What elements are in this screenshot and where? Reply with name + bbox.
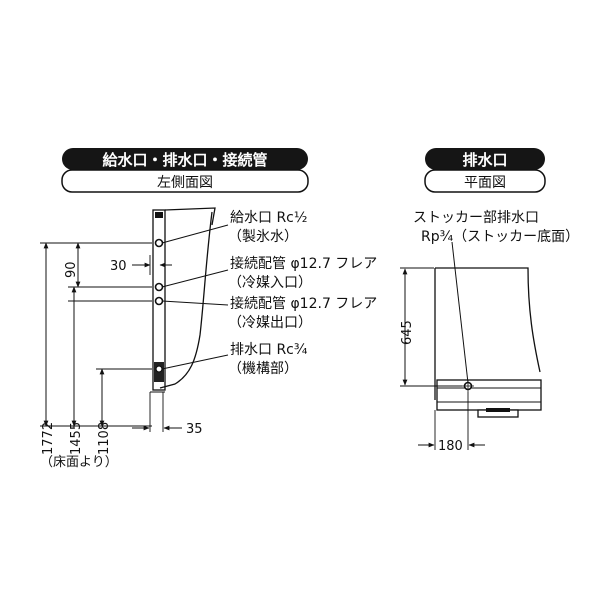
left-dimensions: 1772 1455 1108 90 30 35 （床面より） (40, 242, 203, 470)
dim-1455: 1455 (69, 422, 84, 455)
plan-labels: ストッカー部排水口 Rp¾（ストッカー底面） (413, 210, 579, 245)
plan-view-subtitle: 平面図 (464, 175, 506, 191)
plan-dimensions: 645 180 (400, 267, 485, 454)
stocker-drain-spec: Rp¾（ストッカー底面） (421, 229, 579, 245)
left-side-unit (150, 207, 216, 393)
left-leaders (161, 224, 229, 370)
dim-645: 645 (400, 320, 415, 345)
plan-view-header: 排水口 平面図 (424, 148, 546, 193)
dim-180: 180 (438, 439, 463, 454)
refrigerant-outlet-port (154, 296, 164, 306)
floor-note: （床面より） (40, 455, 118, 470)
drain-note: （機構部） (228, 361, 298, 377)
supply-port (154, 238, 164, 248)
pipe-out-label: 接続配管 φ12.7 フレア (230, 295, 377, 312)
left-view-header: 給水口・排水口・接続管 左側面図 (61, 148, 309, 193)
dim-30: 30 (110, 259, 127, 274)
plan-subtitle-box (424, 169, 546, 193)
plan-outline (435, 267, 541, 373)
supply-label: 給水口 Rc½ (230, 210, 307, 226)
plan-view-title: 排水口 (462, 151, 507, 169)
unit-front-profile (159, 211, 213, 389)
stocker-drain-label: ストッカー部排水口 (413, 210, 539, 226)
unit-top (164, 207, 216, 226)
dim-1108: 1108 (97, 422, 112, 455)
pipe-in-note: （冷媒入口） (228, 275, 312, 291)
top-bracket (155, 212, 163, 218)
left-view-title: 給水口・排水口・接続管 (102, 151, 267, 169)
dim-1772: 1772 (41, 422, 56, 455)
plan-unit (434, 241, 542, 418)
left-view-subtitle: 左側面図 (157, 175, 213, 191)
left-title-bar (62, 148, 308, 170)
pipe-in-label: 接続配管 φ12.7 フレア (230, 255, 377, 272)
left-labels: 給水口 Rc½ （製氷水） 接続配管 φ12.7 フレア （冷媒入口） 接続配管… (228, 210, 377, 377)
dim-90: 90 (64, 261, 79, 278)
supply-note: （製氷水） (228, 229, 298, 245)
drain-label: 排水口 Rc¾ (230, 342, 308, 358)
pipe-out-note: （冷媒出口） (228, 315, 312, 331)
dim-35: 35 (186, 422, 203, 437)
left-subtitle-box (61, 169, 309, 193)
plan-base (436, 379, 542, 411)
plan-title-bar (425, 148, 545, 170)
refrigerant-inlet-port (154, 282, 164, 292)
